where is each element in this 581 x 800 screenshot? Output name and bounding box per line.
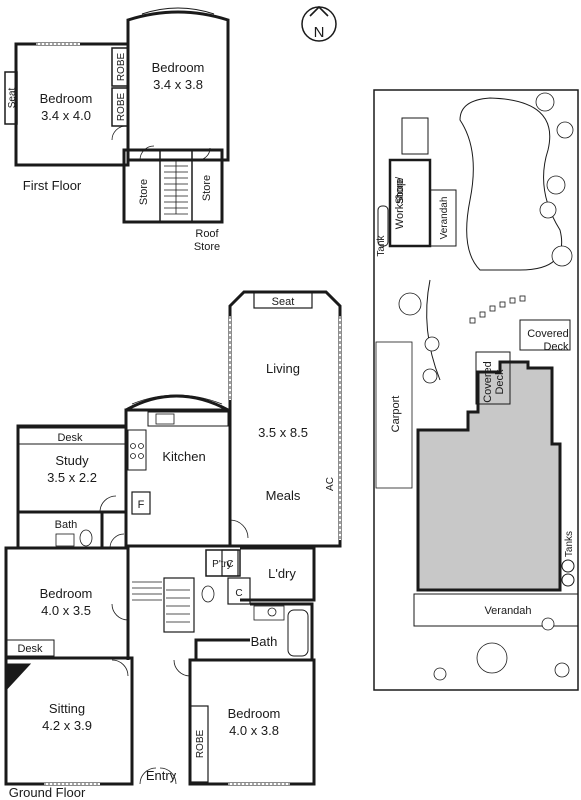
sitting-name: Sitting [49,701,85,716]
tree-icon [546,175,566,195]
garden-bed [459,97,562,271]
tree-icon [541,617,555,631]
ground-floor-title: Ground Floor [9,785,86,800]
living-seat-box [253,291,313,309]
tank-circle-icon [561,573,575,587]
laundry-label: L'dry [268,566,296,581]
bath-main-label: Bath [251,634,278,649]
tree-icon [539,201,557,219]
covered-deck-left-line2: Deck [494,369,506,395]
living-walls [228,290,342,548]
stepping-stones [469,295,526,324]
tree-icon [551,245,573,267]
first-floor-title: First Floor [23,178,82,193]
study-name: Study [55,453,89,468]
site-boundary [373,89,579,691]
study-size: 3.5 x 2.2 [47,470,97,485]
compass-letter: N [314,24,325,41]
trees [398,92,574,681]
covered-deck-left-line1: Covered [482,361,494,403]
first-floor-store-right: Store [201,175,213,201]
bedroom-front-walls [188,658,316,786]
tree-icon [535,92,555,112]
first-floor-robe-top: ROBE [116,53,127,82]
compass: N [301,5,337,42]
bedroom-mid-size: 4.0 x 3.5 [41,603,91,618]
verandah-rear: Verandah [439,197,450,240]
roof-store-line1: Roof [195,228,219,240]
laundry-walls [240,546,316,602]
tree-icon [554,662,570,678]
first-floor-store-left: Store [138,179,150,205]
first-floor-bedroom-left-size: 3.4 x 4.0 [41,108,91,123]
tree-icon [476,642,508,674]
robe-bottom-box [111,87,129,127]
living-size: 3.5 x 8.5 [258,425,308,440]
rear-verandah-box [429,189,457,247]
meals-label: Meals [266,488,301,503]
carport-label: Carport [390,396,402,433]
stair-block-walls [122,148,224,224]
first-floor-bedroom-right-size: 3.4 x 3.8 [153,77,203,92]
bedroom-front-size: 4.0 x 3.8 [229,723,279,738]
covered-deck-right-line2: Deck [543,341,569,353]
stair-treads [164,159,188,215]
tank-label: Tank [376,234,387,256]
carport-area [375,341,413,489]
roof-store-line2: Store [194,241,220,253]
bath-small-label: Bath [55,519,78,531]
bedroom-desk: Desk [17,643,43,655]
f-label: F [138,499,145,511]
seat-box [4,71,18,125]
robe-top-box [111,47,129,87]
c-upper-label: C [226,559,233,570]
bay-window [141,7,215,15]
first-floor-bedroom-right-name: Bedroom [152,60,205,75]
tree-icon [556,121,574,139]
first-floor-bedroom-left-name: Bedroom [40,91,93,106]
ac-label: AC [325,477,336,491]
kitchen-bay [125,394,229,412]
study-desk: Desk [57,432,83,444]
robe-label: ROBE [195,730,206,759]
c-lower-label: C [235,588,242,599]
tanks-label: Tanks [564,531,575,557]
living-seat: Seat [272,296,295,308]
site-plan: Workshop/ Store Verandah Tank Covered De… [373,89,579,691]
tree-icon [422,368,438,384]
tank-icon [377,205,389,247]
workshop-line2: Store [394,178,406,204]
kitchen-label: Kitchen [162,449,205,464]
tree-icon [433,667,447,681]
first-floor-seat: Seat [7,87,18,108]
tree-icon [424,336,440,352]
pantry-label: P'try [212,559,232,570]
ground-floor-plan [4,290,342,786]
entry-label: Entry [146,768,177,783]
ground-floor-labels: Seat Living 3.5 x 8.5 Meals AC Kitchen D… [9,296,336,800]
house-footprint [416,360,562,592]
tree-icon [398,292,422,316]
sitting-size: 4.2 x 3.9 [42,718,92,733]
covered-deck-right-line1: Covered [527,328,569,340]
tank-circle-icon [561,559,575,573]
first-floor-bedroom-right-walls [126,10,230,162]
fireplace [5,663,32,692]
bedroom-front-name: Bedroom [228,706,281,721]
workshop-line1: Workshop/ [394,176,406,229]
verandah-front: Verandah [484,605,531,617]
first-floor-robe-bottom: ROBE [116,93,127,122]
bedroom-mid-name: Bedroom [40,586,93,601]
living-name: Living [266,361,300,376]
first-floor-plan: Bedroom 3.4 x 4.0 Bedroom 3.4 x 3.8 Seat… [4,7,230,253]
north-arrow-icon [309,5,329,17]
